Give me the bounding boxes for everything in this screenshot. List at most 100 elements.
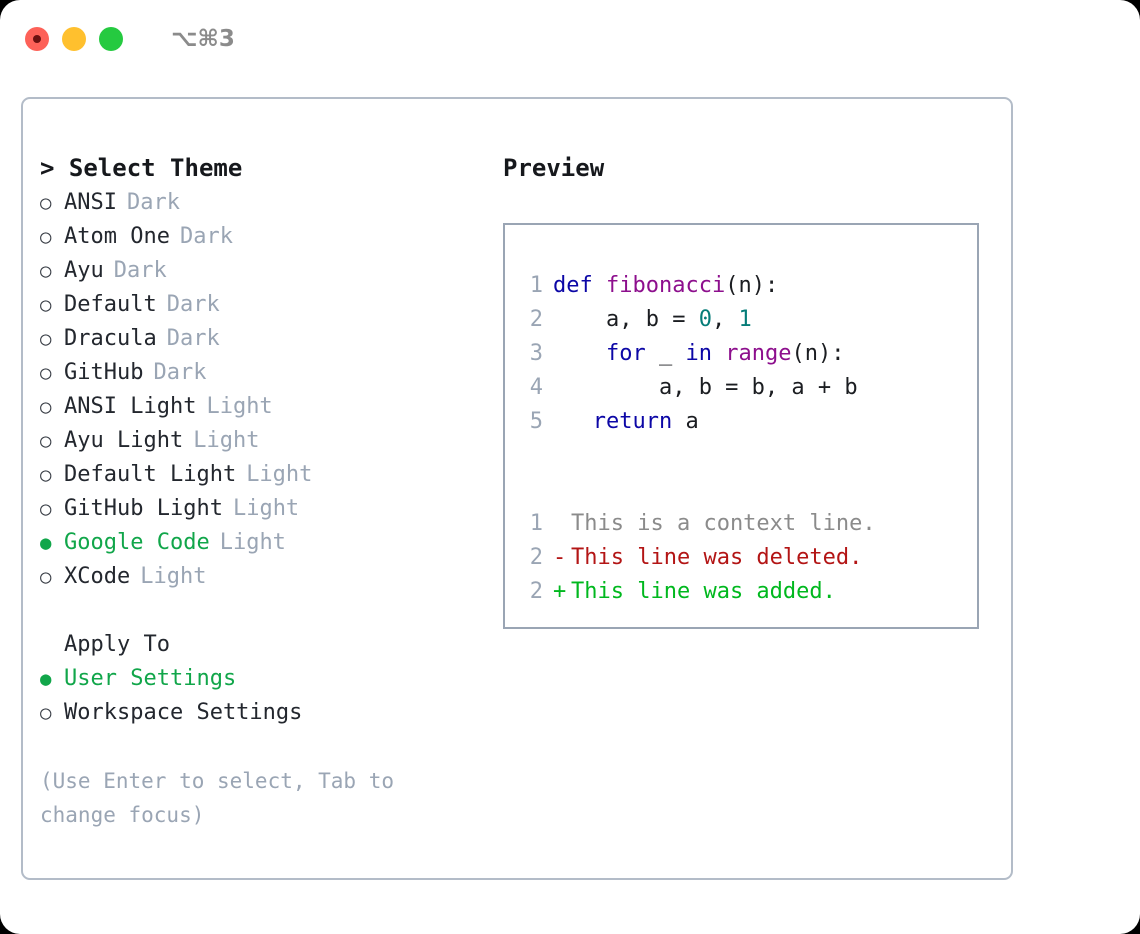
- theme-option-github-light[interactable]: ○ GitHub Light Light: [40, 492, 503, 526]
- code-token-plain: a, b =: [553, 307, 699, 332]
- line-number: 4: [529, 375, 543, 400]
- radio-unselected-icon: ○: [40, 294, 52, 316]
- code-token-kw: def: [553, 273, 606, 298]
- code-line-text: a, b = 0, 1: [553, 303, 752, 337]
- code-token-plain: a: [672, 409, 699, 434]
- keyboard-hint-text: (Use Enter to select, Tab to change focu…: [40, 769, 407, 827]
- theme-option-label: Dracula: [64, 326, 157, 351]
- radio-unselected-icon: ○: [40, 396, 52, 418]
- code-token-plain: a, b = b, a + b: [553, 375, 858, 400]
- radio-unselected-icon: ○: [40, 192, 52, 214]
- line-number: 5: [529, 409, 543, 434]
- code-line-text: def fibonacci(n):: [553, 269, 778, 303]
- spacer: [40, 594, 503, 628]
- radio-unselected-icon: ○: [40, 226, 52, 248]
- theme-variant-badge: Dark: [179, 224, 233, 249]
- theme-option-label: Ayu Light: [64, 428, 184, 453]
- diff-line-del: 2-This line was deleted.: [505, 541, 977, 575]
- diff-marker: +: [553, 579, 567, 604]
- diff-marker: [553, 507, 571, 541]
- code-line-text: return a: [553, 405, 699, 439]
- theme-option-atom-one[interactable]: ○ Atom One Dark: [40, 220, 503, 254]
- radio-unselected-icon: ○: [40, 328, 52, 350]
- radio-selected-icon: ●: [40, 668, 52, 690]
- diff-marker: -: [553, 545, 567, 570]
- radio-unselected-icon: ○: [40, 702, 52, 724]
- theme-variant-badge: Light: [206, 394, 273, 419]
- code-line-text: for _ in range(n):: [553, 337, 844, 371]
- code-token-plain: [553, 409, 593, 434]
- code-token-plain: [553, 341, 606, 366]
- theme-variant-badge: Light: [219, 530, 286, 555]
- radio-unselected-icon: ○: [40, 430, 52, 452]
- theme-option-label: XCode: [64, 564, 131, 589]
- code-token-kw: for: [605, 341, 646, 366]
- theme-option-label: GitHub: [64, 360, 144, 385]
- code-line: 4 a, b = b, a + b: [505, 371, 977, 405]
- theme-variant-badge: Dark: [113, 258, 167, 283]
- code-token-plain: [712, 341, 725, 366]
- theme-variant-badge: Light: [140, 564, 207, 589]
- apply-to-option-user-settings[interactable]: ● User Settings: [40, 662, 503, 696]
- radio-selected-icon: ●: [40, 532, 52, 554]
- theme-option-google-code[interactable]: ● Google Code Light: [40, 526, 503, 560]
- radio-unselected-icon: ○: [40, 260, 52, 282]
- diff-sample: 1 This is a context line.2-This line was…: [505, 507, 977, 609]
- theme-option-label: Ayu: [64, 258, 104, 283]
- theme-option-ayu-light[interactable]: ○ Ayu Light Light: [40, 424, 503, 458]
- theme-variant-badge: Dark: [166, 326, 220, 351]
- apply-to-heading: Apply To: [64, 632, 170, 657]
- theme-variant-badge: Light: [232, 496, 300, 521]
- preview-heading: Preview: [503, 154, 605, 182]
- theme-option-ayu[interactable]: ○ Ayu Dark: [40, 254, 503, 288]
- code-token-plain: (n):: [725, 273, 779, 298]
- theme-option-label: ANSI Light: [64, 394, 197, 419]
- line-number: 2: [529, 579, 543, 604]
- line-number: 2: [529, 307, 543, 332]
- theme-variant-badge: Dark: [166, 292, 220, 317]
- theme-option-dracula[interactable]: ○ Dracula Dark: [40, 322, 503, 356]
- diff-line-add: 2+This line was added.: [505, 575, 977, 609]
- theme-option-ansi[interactable]: ○ ANSI Dark: [40, 186, 503, 220]
- theme-option-label: ANSI: [64, 190, 117, 215]
- line-number: 1: [529, 273, 543, 298]
- line-number: 2: [529, 545, 543, 570]
- code-token-num: 0: [698, 307, 712, 332]
- theme-variant-badge: Dark: [126, 190, 180, 215]
- theme-option-ansi-light[interactable]: ○ ANSI Light Light: [40, 390, 503, 424]
- theme-variant-badge: Light: [193, 428, 260, 453]
- radio-unselected-icon: ○: [40, 498, 52, 520]
- minimize-button-icon[interactable]: [62, 27, 86, 51]
- theme-option-label: GitHub Light: [64, 496, 223, 521]
- apply-to-option-workspace-settings[interactable]: ○ Workspace Settings: [40, 696, 503, 730]
- diff-line-context: 1 This is a context line.: [505, 507, 977, 541]
- code-token-plain: ,: [711, 307, 739, 332]
- close-button-icon[interactable]: [25, 27, 49, 51]
- code-line: 5 return a: [505, 405, 977, 439]
- maximize-button-icon[interactable]: [99, 27, 123, 51]
- diff-line-text: This is a context line.: [571, 511, 876, 536]
- diff-line-text: This line was deleted.: [571, 545, 863, 570]
- code-token-fn: fibonacci: [605, 273, 726, 298]
- spacer: [505, 473, 977, 507]
- spacer: [505, 439, 977, 473]
- line-number: 1: [529, 511, 543, 536]
- theme-option-label: Atom One: [64, 224, 170, 249]
- theme-option-label: Google Code: [64, 530, 210, 555]
- code-token-plain: _: [645, 341, 686, 366]
- code-token-plain: (n):: [791, 341, 845, 366]
- traffic-lights: [25, 27, 123, 51]
- code-line-text: a, b = b, a + b: [553, 371, 858, 405]
- theme-option-label: Default Light: [64, 462, 237, 487]
- apply-to-option-label: User Settings: [64, 666, 237, 691]
- apply-to-option-label: Workspace Settings: [64, 700, 303, 725]
- code-line: 1 def fibonacci(n):: [505, 269, 977, 303]
